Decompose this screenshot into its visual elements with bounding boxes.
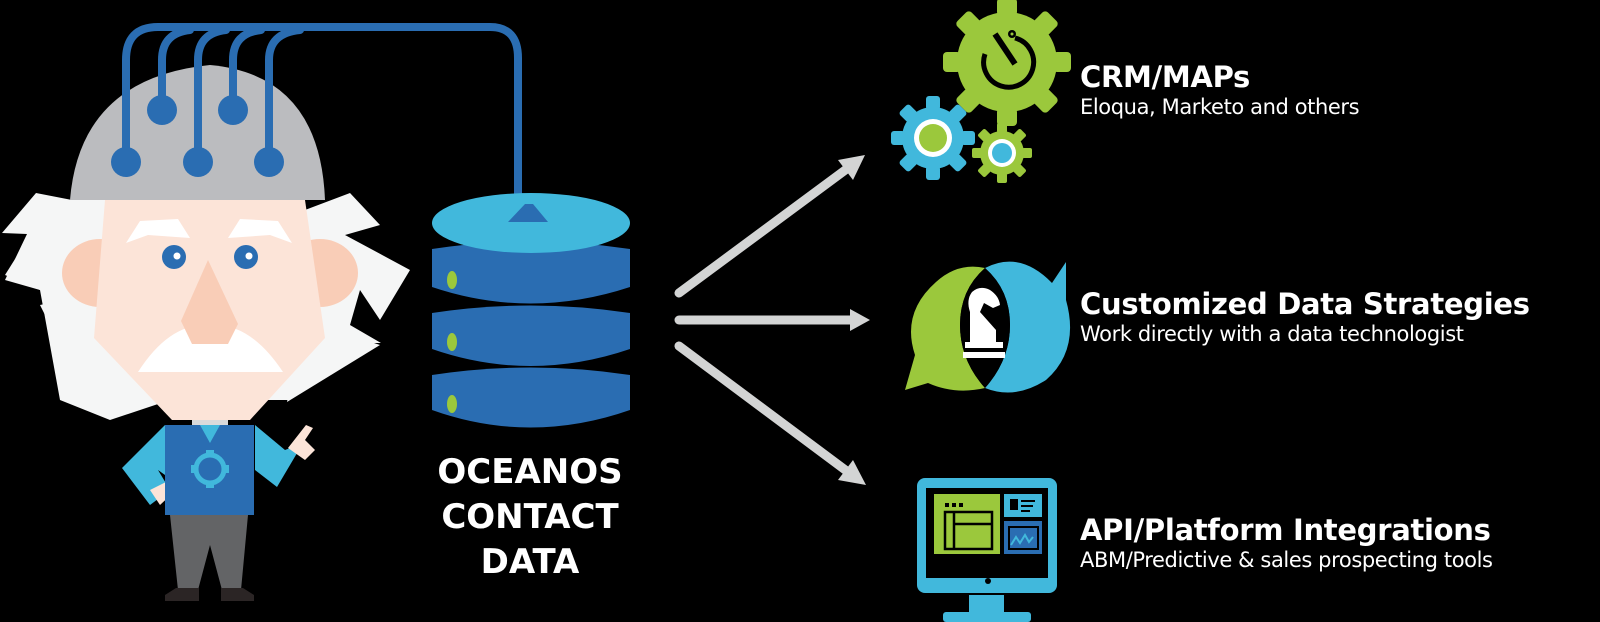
right-arm: [255, 425, 303, 487]
output-crm-title: CRM/MAPs: [1080, 60, 1250, 94]
right-shoe: [221, 588, 254, 601]
output-strategies-title: Customized Data Strategies: [1080, 287, 1530, 321]
output-strategies-subtitle: Work directly with a data technologist: [1080, 322, 1464, 346]
output-api-subtitle: ABM/Predictive & sales prospecting tools: [1080, 548, 1493, 572]
left-arm: [122, 425, 170, 505]
electrode-nodes: [111, 95, 284, 177]
left-shoe: [165, 588, 199, 601]
arrow-to-api: [674, 341, 853, 477]
output-crm-subtitle: Eloqua, Marketo and others: [1080, 95, 1360, 119]
database-label: OCEANOS CONTACT DATA: [430, 450, 630, 585]
mustache: [138, 324, 283, 372]
output-strategies: Customized Data Strategies Work directly…: [1080, 287, 1530, 347]
gears-icon: [891, 0, 1071, 183]
electrode-wires: [122, 23, 522, 209]
nose: [181, 260, 238, 344]
database-label-line-3: DATA: [480, 542, 580, 582]
chess-knight-chat-icon: [905, 261, 1071, 393]
left-eyebrow: [126, 219, 190, 243]
database-label-line-2: CONTACT: [441, 497, 619, 537]
output-api: API/Platform Integrations ABM/Predictive…: [1080, 513, 1493, 573]
pants: [170, 515, 248, 590]
right-eyebrow: [228, 219, 292, 243]
flow-arrows: [674, 155, 870, 485]
monitor-dashboard-icon: [917, 478, 1057, 622]
database-icon: [432, 193, 630, 428]
database-label-line-1: OCEANOS: [437, 452, 623, 492]
output-crm: CRM/MAPs Eloqua, Marketo and others: [1080, 60, 1360, 120]
output-api-title: API/Platform Integrations: [1080, 513, 1491, 547]
arrow-to-crm: [674, 163, 853, 298]
right-hand: [288, 425, 315, 460]
scientist-character: [2, 65, 410, 601]
